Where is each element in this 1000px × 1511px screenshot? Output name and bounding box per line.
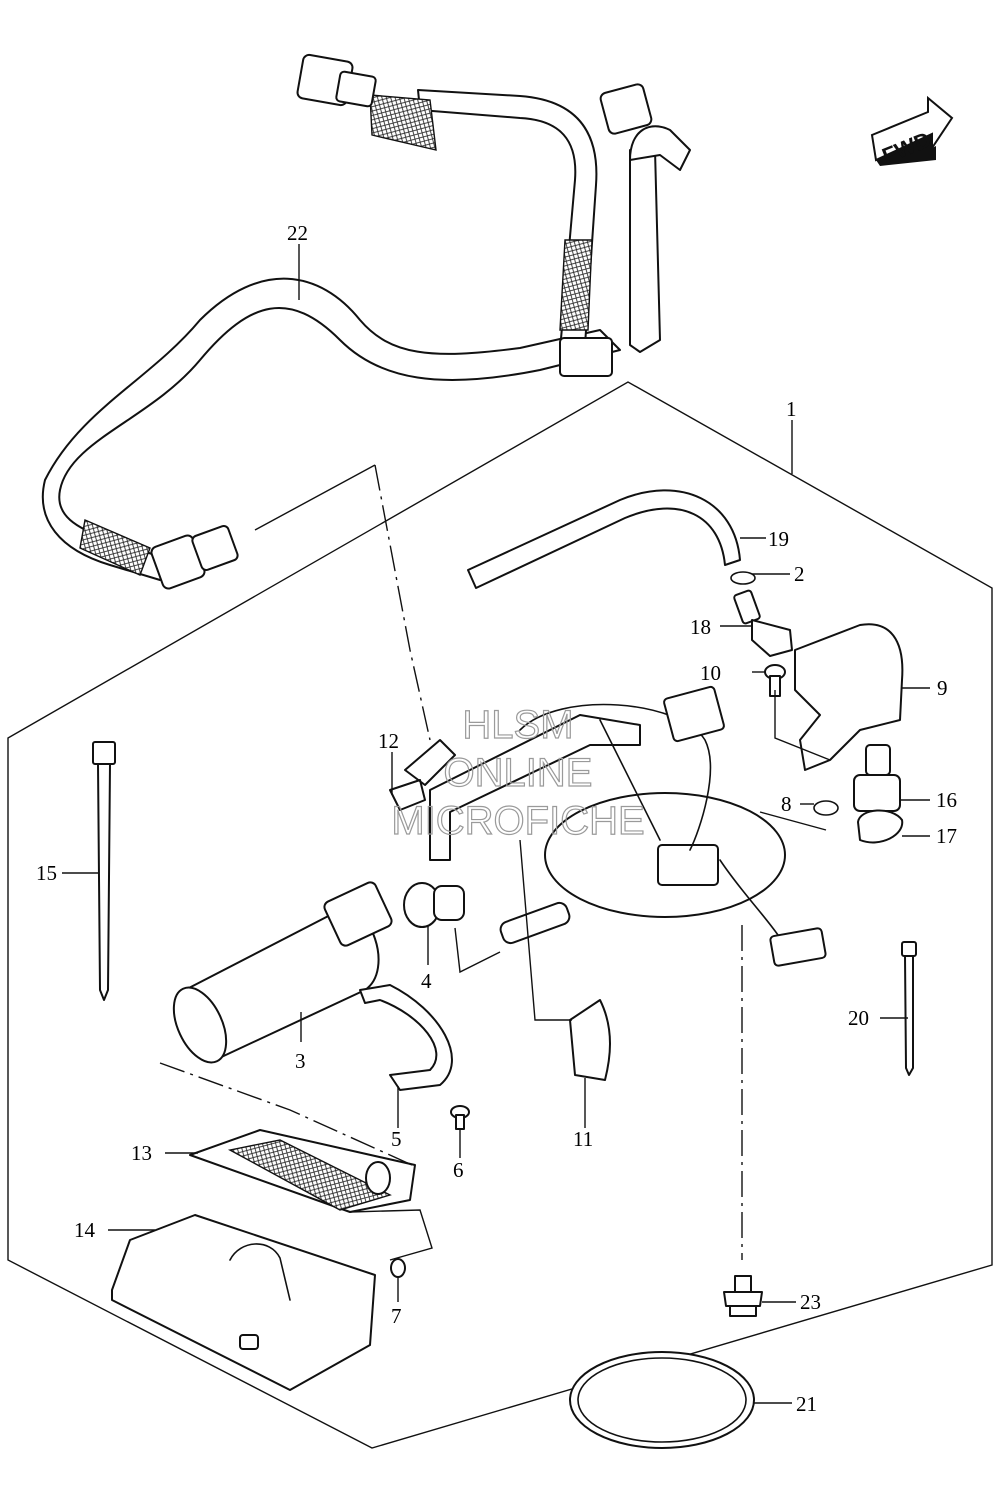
part-22-fuel-hose [41, 53, 691, 590]
callout-3: 3 [295, 1049, 306, 1073]
reference-lines [159, 464, 831, 1261]
part-5-strap [359, 984, 453, 1091]
part-14-cover [111, 1214, 376, 1391]
callout-23: 23 [800, 1290, 821, 1314]
part-6-screw [450, 1105, 470, 1130]
part-8-o-ring [813, 800, 839, 816]
part-20-cable-tie [901, 941, 917, 1076]
assembly-boundary [7, 381, 993, 1449]
callout-13: 13 [131, 1141, 152, 1165]
part-4-grommet [403, 882, 465, 928]
callout-10: 10 [700, 661, 721, 685]
part-15-cable-tie [92, 741, 116, 1001]
part-9-regulator-housing [794, 623, 904, 771]
watermark-line-3: MICROFICHE [391, 799, 644, 843]
callout-21: 21 [796, 1392, 817, 1416]
callout-16: 16 [936, 788, 957, 812]
part-13-filter [189, 1129, 416, 1213]
callout-8: 8 [781, 792, 792, 816]
callout-5: 5 [391, 1127, 402, 1151]
callout-2: 2 [794, 562, 805, 586]
part-19-breather-hose [467, 489, 741, 589]
callout-14: 14 [74, 1218, 96, 1242]
part-23-bolt [723, 1275, 763, 1317]
part-2-o-ring [730, 571, 756, 585]
part-12-sensor [389, 739, 456, 811]
part-18-fitting [733, 589, 793, 657]
part-10-screw [764, 664, 786, 697]
watermark-line-2: ONLINE [444, 751, 593, 795]
callout-12: 12 [378, 729, 399, 753]
part-7-washer [390, 1258, 406, 1278]
callout-18: 18 [690, 615, 711, 639]
callout-19: 19 [768, 527, 789, 551]
part-21-gasket [569, 1351, 755, 1449]
callout-4: 4 [421, 969, 432, 993]
callout-15: 15 [36, 861, 57, 885]
callout-leaders [62, 244, 930, 1404]
part-11-cushion [569, 999, 611, 1081]
fwd-arrow-icon: FWD [870, 95, 954, 169]
watermark: HLSM ONLINE MICROFICHE [391, 702, 646, 843]
callout-22: 22 [287, 221, 308, 245]
callout-6: 6 [453, 1158, 464, 1182]
callout-11: 11 [573, 1127, 593, 1151]
watermark-line-1: HLSM [462, 703, 573, 747]
part-17-clip [857, 809, 904, 844]
part-3-fuel-pump [172, 881, 393, 1064]
callout-1: 1 [786, 397, 797, 421]
callout-20: 20 [848, 1006, 869, 1030]
part-16-fitting [853, 744, 901, 812]
pump-module-base [429, 685, 827, 967]
callout-labels: 1 2 3 4 5 6 7 8 9 10 11 12 13 14 15 16 1… [36, 221, 957, 1416]
callout-9: 9 [937, 676, 948, 700]
callout-17: 17 [936, 824, 957, 848]
callout-7: 7 [391, 1304, 402, 1328]
